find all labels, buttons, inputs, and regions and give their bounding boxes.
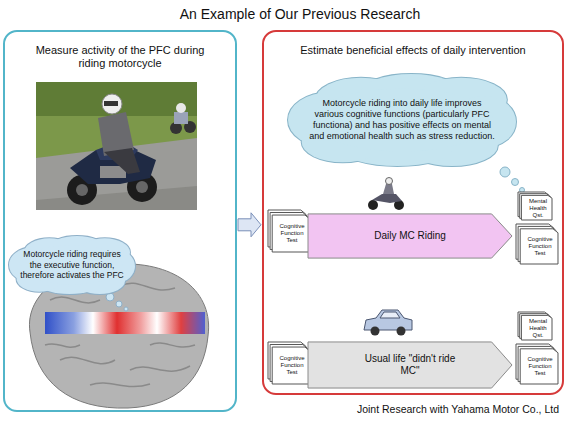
motorcycle-icon — [368, 178, 404, 211]
illustration-part — [364, 310, 412, 330]
illustration-part — [380, 312, 400, 318]
illustration-part — [383, 184, 394, 194]
arrow-body — [308, 214, 512, 258]
stage-panel: Measure activity of the PFC during ridin… — [3, 30, 237, 412]
illustration-part — [124, 307, 128, 311]
illustration-part — [372, 194, 402, 203]
illustration-part — [368, 200, 378, 210]
document-stack: Cognitive Function Test — [268, 210, 310, 252]
block-arrow — [238, 213, 261, 237]
node-text: Motorcycle riding into daily life improv… — [309, 98, 495, 142]
cloud-tail — [500, 167, 525, 193]
illustration-part — [500, 167, 510, 177]
illustration-part — [116, 301, 122, 307]
illustration-part — [36, 82, 197, 116]
node-text: Motorcycle riding requires the executive… — [20, 249, 124, 281]
illustration-part — [174, 112, 188, 124]
illustration-part — [36, 82, 197, 210]
panel-heading: Estimate beneficial effects of daily int… — [273, 44, 553, 57]
document-stack: Cognitive Function Test — [516, 224, 558, 264]
paper-sheet — [520, 229, 558, 264]
stage-panel: Estimate beneficial effects of daily int… — [262, 30, 564, 395]
document-stack: Cognitive Function Test — [516, 344, 558, 384]
car-icon — [364, 310, 412, 336]
illustration-part — [36, 186, 197, 210]
node-text: Daily MC Riding — [335, 230, 485, 242]
paper-sheet — [272, 215, 310, 252]
illustration-part — [371, 327, 380, 336]
diagram-title: An Example of Our Previous Research — [0, 6, 567, 22]
paper-sheet — [272, 347, 310, 384]
illustration-part — [45, 283, 195, 386]
document-stack: Mental Health Qst. — [518, 312, 552, 340]
document-stack: Cognitive Function Test — [268, 342, 310, 384]
document-label: Cognitive Function Test — [275, 355, 309, 376]
illustration-part — [45, 312, 205, 334]
arrow-body — [308, 342, 512, 388]
panel-heading: Measure activity of the PFC during ridin… — [30, 44, 210, 70]
diagram-caption: Joint Research with Yahama Motor Co., Lt… — [357, 403, 559, 415]
document-label: Mental Health Qst. — [525, 318, 551, 339]
background-bikes — [170, 103, 196, 134]
illustration-part — [104, 148, 140, 174]
illustration-part — [102, 94, 122, 114]
paper-sheet — [521, 195, 552, 220]
process-arrow: Usual life "didn't ride MC" — [308, 341, 512, 389]
illustration-part — [512, 179, 519, 186]
bubble-tail — [106, 293, 128, 311]
illustration-part — [76, 184, 88, 196]
paper-sheet — [521, 315, 552, 340]
illustration-part — [70, 148, 156, 184]
illustration-part — [104, 101, 118, 106]
document-label: Cognitive Function Test — [275, 223, 309, 244]
rider-photo — [36, 82, 197, 210]
process-arrow: Daily MC Riding — [308, 213, 512, 259]
document-label: Cognitive Function Test — [523, 236, 557, 257]
paper-sheet — [520, 349, 558, 384]
illustration-part — [176, 103, 186, 113]
speech-bubble: Motorcycle riding requires the executive… — [9, 236, 135, 294]
illustration-part — [136, 181, 148, 193]
illustration-part — [397, 327, 406, 336]
document-stack: Mental Health Qst. — [518, 192, 552, 220]
illustration-part — [386, 178, 393, 185]
document-label: Mental Health Qst. — [525, 198, 551, 219]
node-text: Usual life "didn't ride MC" — [364, 353, 456, 377]
document-label: Cognitive Function Test — [523, 356, 557, 377]
thought-cloud: Motorcycle riding into daily life improv… — [288, 74, 516, 166]
